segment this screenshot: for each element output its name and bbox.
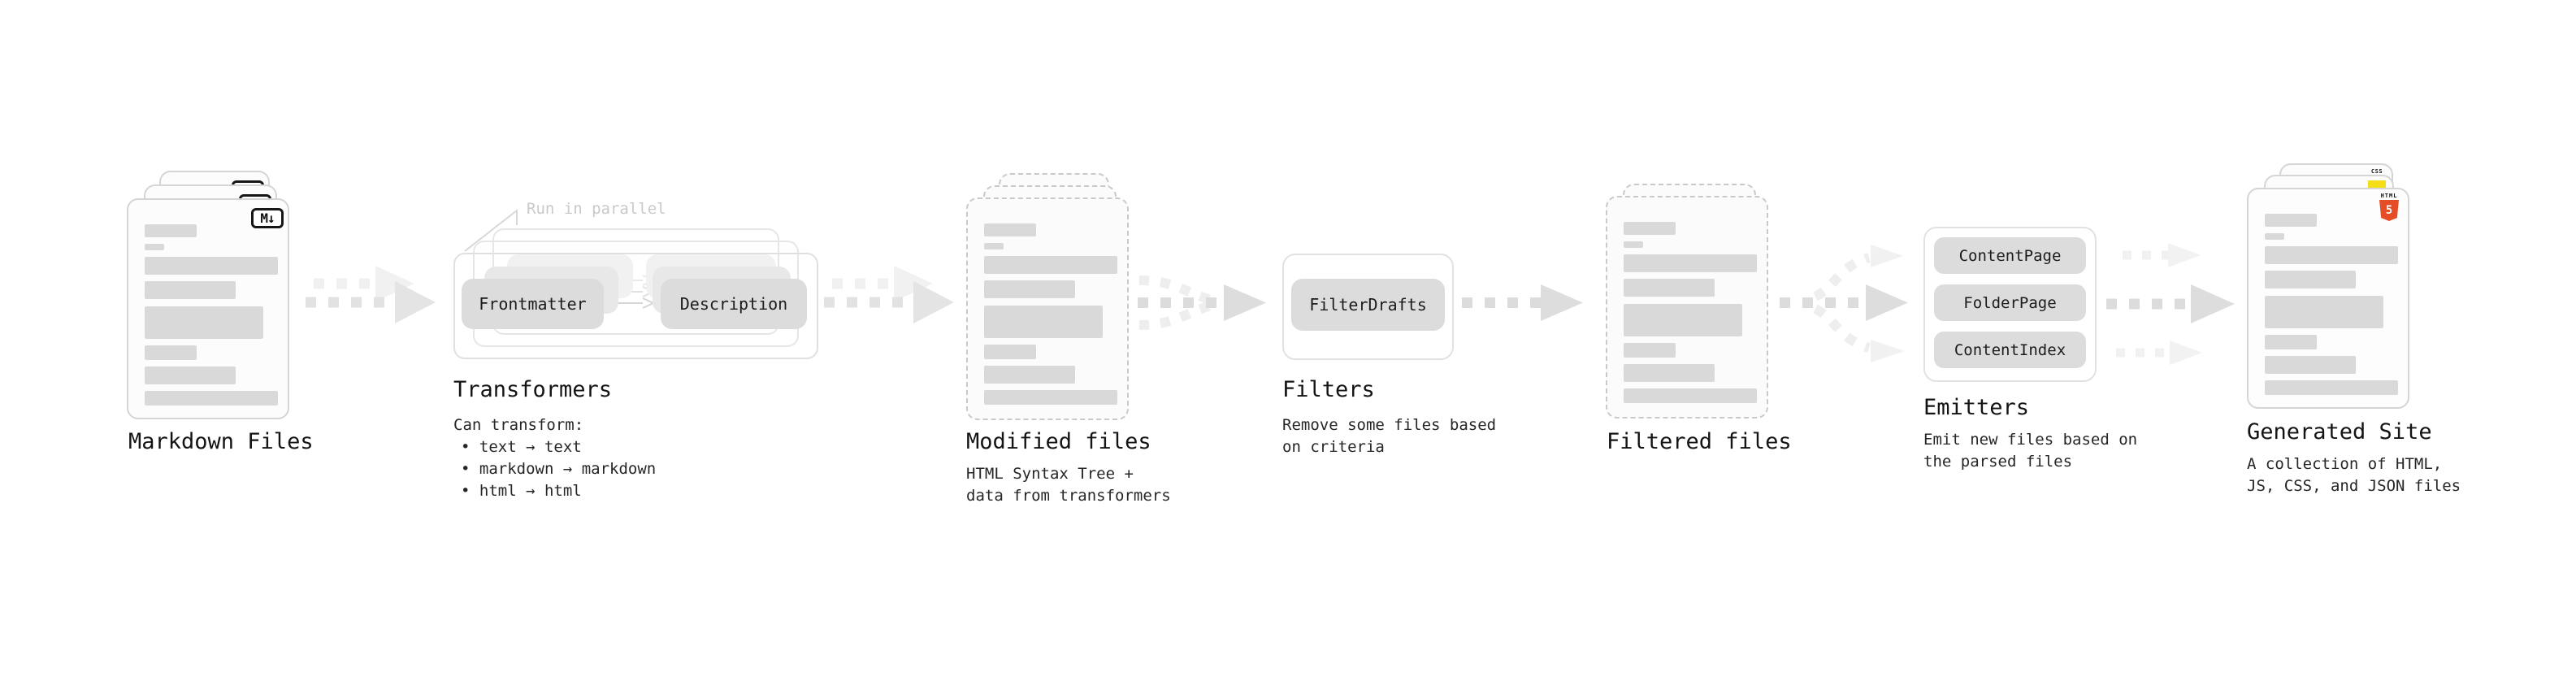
emitters-description: Emit new files based on the parsed files	[1923, 429, 2137, 473]
arrow-transformers-to-modified	[824, 266, 954, 323]
placeholder-bar	[1624, 279, 1715, 297]
emitters-title: Emitters	[1923, 395, 2030, 420]
markdown-files-title: Markdown Files	[128, 429, 314, 454]
markdown-files-stack: M↓ M↓ M↓	[127, 171, 330, 423]
arrow-filtered-to-emitters-fanout	[1780, 245, 1908, 362]
placeholder-bar	[984, 366, 1075, 384]
emitters-desc-line: the parsed files	[1923, 453, 2073, 471]
emitters-desc-line: Emit new files based on	[1923, 431, 2138, 449]
placeholder-bar	[984, 390, 1117, 405]
arrow-emitters-to-site	[2106, 243, 2235, 365]
modified-files-stack	[966, 173, 1169, 425]
arrow-markdown-to-transformers	[306, 266, 436, 323]
run-in-parallel-note: Run in parallel	[527, 200, 666, 218]
transformers-bullet: • text → text	[461, 438, 582, 456]
placeholder-bar	[1624, 343, 1676, 358]
contentindex-node: ContentIndex	[1934, 332, 2086, 368]
filters-desc-line: Remove some files based	[1282, 416, 1497, 434]
description-node: Description	[661, 279, 807, 329]
placeholder-bar	[145, 257, 278, 275]
modified-files-desc-line: HTML Syntax Tree +	[966, 465, 1134, 483]
transformers-desc-heading: Can transform:	[453, 416, 584, 434]
placeholder-bar	[2265, 335, 2317, 349]
arrow-filters-to-filtered	[1462, 284, 1583, 321]
contentpage-node: ContentPage	[1934, 237, 2086, 274]
placeholder-bar	[984, 223, 1036, 236]
generated-site-description: A collection of HTML, JS, CSS, and JSON …	[2247, 453, 2461, 497]
transformers-title: Transformers	[453, 377, 613, 402]
placeholder-bar	[2265, 296, 2383, 328]
html5-icon: HTML 5	[2379, 193, 2400, 221]
placeholder-bar	[1624, 304, 1742, 336]
placeholder-bar	[2265, 380, 2398, 395]
transformers-bullet: • html → html	[461, 482, 582, 500]
generated-site-stack: CSS HTML 5	[2247, 163, 2450, 415]
placeholder-bar	[1624, 241, 1643, 248]
placeholder-bar	[1624, 388, 1757, 403]
filtered-files-title: Filtered files	[1607, 429, 1792, 454]
modified-files-description: HTML Syntax Tree + data from transformer…	[966, 463, 1171, 507]
file-card-dashed	[966, 197, 1129, 420]
frontmatter-node: Frontmatter	[462, 279, 604, 329]
placeholder-bar	[984, 243, 1004, 249]
generated-site-desc-line: A collection of HTML,	[2247, 455, 2443, 473]
placeholder-bar	[145, 224, 197, 237]
transformers-stack: Frontmatter Description	[443, 195, 865, 382]
placeholder-bar	[2265, 271, 2356, 288]
html5-icon-shield: 5	[2379, 200, 2399, 221]
generated-site-title: Generated Site	[2247, 419, 2432, 445]
modified-files-desc-line: data from transformers	[966, 487, 1171, 505]
file-card: HTML 5	[2247, 188, 2409, 409]
filters-title: Filters	[1282, 377, 1375, 402]
markdown-icon: M↓	[251, 208, 284, 228]
generated-site-desc-line: JS, CSS, and JSON files	[2247, 477, 2461, 495]
placeholder-bar	[1624, 254, 1757, 272]
arrow-modified-to-filters-merge	[1138, 275, 1266, 330]
placeholder-bar	[984, 306, 1103, 338]
emitters-box: ContentPage FolderPage ContentIndex	[1923, 227, 2102, 389]
placeholder-bar	[145, 244, 164, 250]
parallel-note-bracket	[464, 208, 518, 252]
placeholder-bar	[2265, 233, 2284, 240]
placeholder-bar	[1624, 222, 1676, 235]
placeholder-bar	[2265, 356, 2356, 374]
css-icon-label: CSS	[2370, 168, 2383, 175]
folderpage-node: FolderPage	[1934, 284, 2086, 321]
placeholder-bar	[145, 306, 263, 339]
placeholder-bar	[2265, 214, 2317, 227]
placeholder-bar	[145, 281, 236, 299]
placeholder-bar	[145, 367, 236, 384]
placeholder-bar	[984, 280, 1075, 298]
transformers-bullet: • markdown → markdown	[461, 460, 657, 478]
placeholder-bar	[2265, 246, 2398, 264]
placeholder-bar	[145, 345, 197, 360]
placeholder-bar	[984, 256, 1117, 274]
filters-desc-line: on criteria	[1282, 438, 1385, 456]
file-card-dashed	[1606, 196, 1768, 419]
placeholder-bar	[1624, 364, 1715, 382]
filters-box: FilterDrafts	[1282, 254, 1461, 367]
file-card: M↓	[127, 198, 289, 419]
transformer-outline	[453, 253, 818, 359]
filters-description: Remove some files based on criteria	[1282, 414, 1496, 458]
modified-files-title: Modified files	[966, 429, 1151, 454]
transformers-description: Can transform: • text → text • markdown …	[453, 414, 656, 502]
placeholder-bar	[145, 391, 278, 406]
html5-icon-word: HTML	[2380, 193, 2398, 199]
placeholder-bar	[984, 345, 1036, 359]
filterdrafts-node: FilterDrafts	[1291, 279, 1445, 331]
filtered-files-stack	[1606, 184, 1809, 427]
